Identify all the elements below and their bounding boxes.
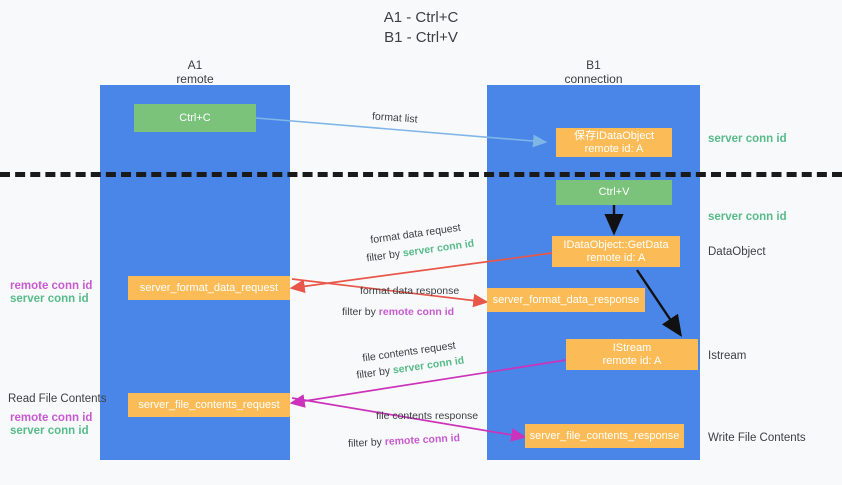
- phase-divider: [0, 172, 842, 177]
- label-server-conn-id-2: server conn id: [10, 425, 89, 437]
- title-line-1: A1 - Ctrl+C: [383, 9, 459, 26]
- filter-prefix: filter by: [342, 306, 379, 318]
- node-server-file-contents-response[interactable]: server_file_contents_response: [525, 424, 684, 448]
- node-getdata-line2: remote id: A: [586, 251, 646, 264]
- diagram-title: A1 - Ctrl+C B1 - Ctrl+V: [0, 8, 842, 48]
- node-istream-line2: remote id: A: [602, 354, 662, 367]
- label-remote-conn-id-1: remote conn id: [10, 280, 93, 292]
- label-server-conn-id-1: server conn id: [10, 293, 89, 305]
- node-server-file-contents-response-label: server_file_contents_response: [529, 429, 680, 442]
- node-ctrl-v[interactable]: Ctrl+V: [556, 180, 672, 205]
- label-server-conn-id-mid: server conn id: [708, 211, 787, 223]
- filter-prefix: filter by: [347, 436, 386, 450]
- node-server-format-data-response[interactable]: server_format_data_response: [487, 288, 645, 312]
- filter-prefix: filter by: [355, 364, 394, 382]
- title-line-2: B1 - Ctrl+V: [384, 29, 458, 46]
- edge-label-format-data-response: format data response: [360, 285, 460, 297]
- edge-label-file-contents-response-filter: filter by remote conn id: [348, 431, 461, 451]
- column-header-b1: B1 connection: [487, 58, 700, 86]
- column-a1-name: A1: [187, 58, 203, 72]
- column-a1-sub: remote: [176, 72, 214, 86]
- label-dataobject: DataObject: [708, 246, 766, 258]
- node-istream-line1: IStream: [612, 341, 652, 354]
- node-getdata-line1: IDataObject::GetData: [563, 238, 669, 251]
- node-ctrl-c[interactable]: Ctrl+C: [134, 104, 256, 132]
- filter-value: remote conn id: [378, 306, 455, 318]
- label-write-file-contents: Write File Contents: [708, 432, 806, 444]
- label-remote-conn-id-2: remote conn id: [10, 412, 93, 424]
- node-ctrl-c-label: Ctrl+C: [179, 111, 211, 124]
- filter-value: remote conn id: [384, 432, 461, 448]
- edge-label-format-list: format list: [371, 110, 418, 126]
- node-server-file-contents-request-label: server_file_contents_request: [138, 398, 280, 411]
- node-server-format-data-response-label: server_format_data_response: [492, 293, 640, 306]
- label-server-conn-id-top: server conn id: [708, 133, 787, 145]
- node-idataobject[interactable]: 保存IDataObject remote id: A: [556, 128, 672, 157]
- node-server-file-contents-request[interactable]: server_file_contents_request: [128, 393, 290, 417]
- node-idataobject-line2: remote id: A: [584, 142, 644, 155]
- column-header-a1: A1 remote: [100, 58, 290, 86]
- node-ctrl-v-label: Ctrl+V: [598, 186, 630, 198]
- node-server-format-data-request[interactable]: server_format_data_request: [128, 276, 290, 300]
- column-b1-name: B1: [586, 58, 601, 72]
- edge-label-format-data-response-filter: filter by remote conn id: [342, 305, 454, 319]
- node-istream[interactable]: IStream remote id: A: [566, 339, 698, 370]
- node-server-format-data-request-label: server_format_data_request: [139, 281, 279, 294]
- node-idataobject-line1: 保存IDataObject: [573, 129, 655, 142]
- column-b1-sub: connection: [564, 72, 623, 86]
- edge-label-file-contents-response: file contents response: [376, 410, 479, 422]
- filter-prefix: filter by: [365, 247, 404, 265]
- label-read-file-contents: Read File Contents: [8, 393, 107, 405]
- node-idataobject-getdata[interactable]: IDataObject::GetData remote id: A: [552, 236, 680, 267]
- label-istream: Istream: [708, 350, 747, 362]
